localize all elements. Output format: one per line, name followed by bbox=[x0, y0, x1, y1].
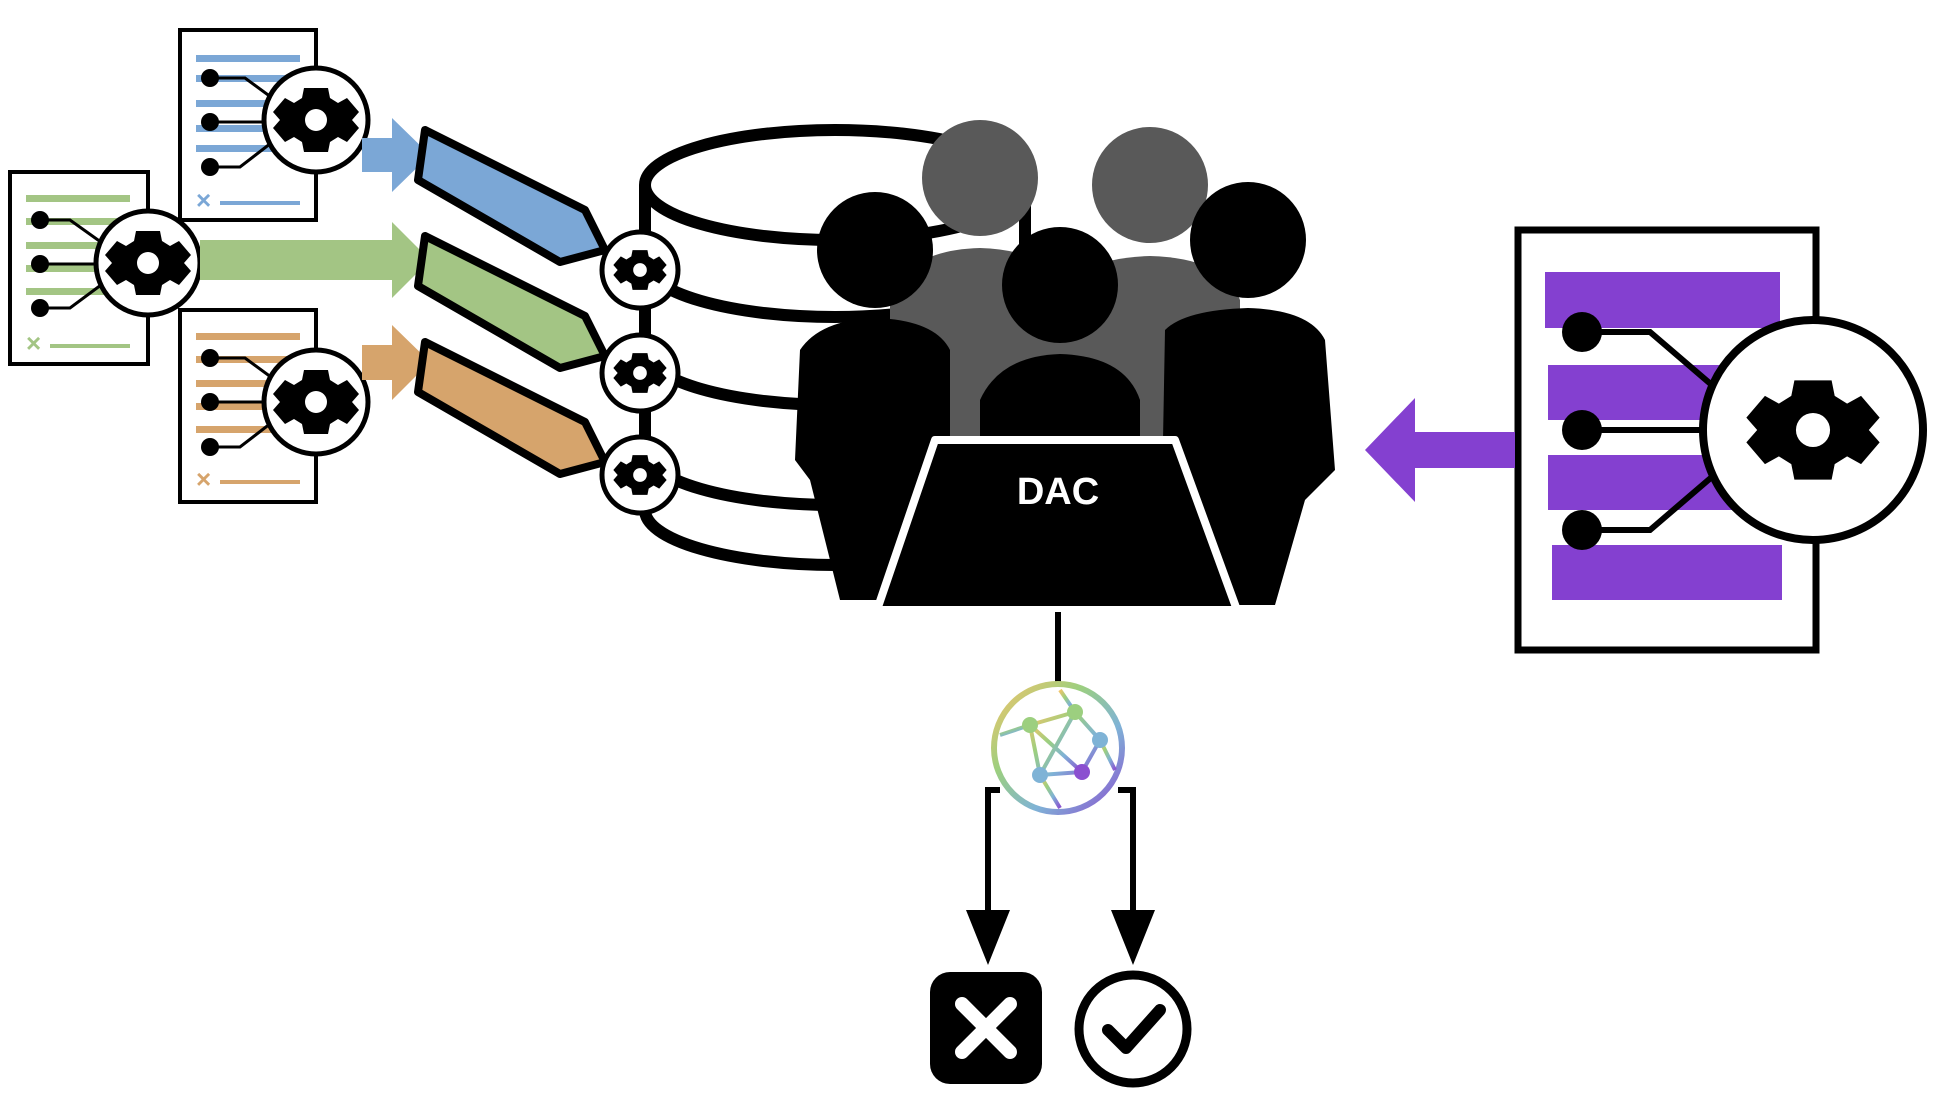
green-document: × bbox=[8, 170, 203, 366]
network-globe-icon bbox=[991, 681, 1125, 815]
dac-podium: DAC bbox=[873, 436, 1241, 614]
blue-document: × bbox=[178, 28, 371, 222]
x-mark-icon: × bbox=[196, 185, 211, 215]
green-tag bbox=[414, 232, 609, 372]
small-gear-orange bbox=[599, 434, 681, 516]
decision-branches bbox=[985, 787, 1136, 918]
orange-arrow bbox=[362, 325, 430, 400]
x-mark-icon: × bbox=[26, 328, 41, 358]
approve-icon bbox=[1074, 970, 1192, 1088]
green-arrow bbox=[200, 222, 430, 298]
purple-document bbox=[1514, 226, 1927, 654]
orange-document: × bbox=[178, 308, 371, 504]
blue-tag bbox=[414, 126, 609, 266]
reject-icon bbox=[930, 972, 1042, 1084]
committee-people-icon bbox=[795, 120, 1335, 605]
purple-arrow bbox=[1365, 398, 1515, 502]
dac-label: DAC bbox=[1017, 471, 1099, 513]
arrowhead-icon bbox=[966, 910, 1010, 965]
blue-arrow bbox=[362, 118, 430, 192]
arrowhead-icon bbox=[1111, 910, 1155, 965]
x-mark-icon: × bbox=[196, 464, 211, 494]
small-gear-blue bbox=[599, 229, 681, 311]
small-gear-green bbox=[599, 332, 681, 414]
orange-tag bbox=[414, 338, 609, 478]
